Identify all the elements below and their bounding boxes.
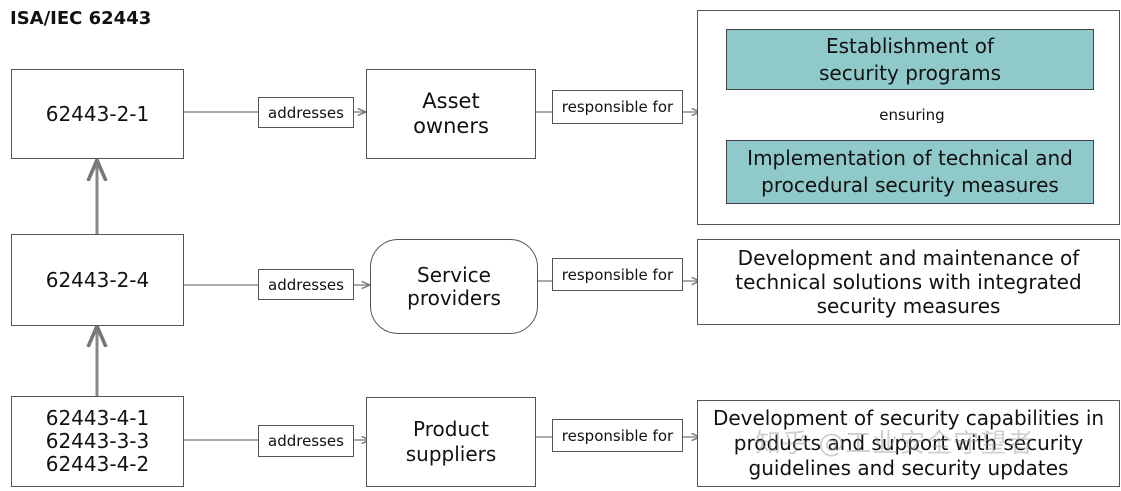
addresses-label: addresses xyxy=(258,425,354,457)
security-measures-text: Implementation of technical and procedur… xyxy=(747,146,1073,197)
addresses-label: addresses xyxy=(258,269,354,300)
ensuring-label: ensuring xyxy=(872,106,952,124)
service-providers-description: Development and maintenance of technical… xyxy=(735,246,1082,318)
role-box-product-suppliers: Product suppliers xyxy=(366,397,536,487)
product-suppliers-description-box: Development of security capabilities in … xyxy=(697,400,1120,487)
standard-label: 62443-2-4 xyxy=(45,267,150,292)
role-label: Service providers xyxy=(407,262,501,310)
role-label: Product suppliers xyxy=(405,417,497,466)
security-programs-box: Establishment of security programs xyxy=(726,29,1094,90)
standard-box-62443-2-1: 62443-2-1 xyxy=(11,69,184,159)
standard-label: 62443-2-1 xyxy=(45,101,150,126)
role-box-service-providers: Service providers xyxy=(370,239,538,334)
service-providers-description-box: Development and maintenance of technical… xyxy=(697,239,1120,325)
responsible-for-label: responsible for xyxy=(552,258,683,291)
standard-box-62443-2-4: 62443-2-4 xyxy=(11,234,184,326)
watermark: 知乎 @工业安全守望者 xyxy=(755,429,1035,459)
standard-label: 62443-4-1 62443-3-3 62443-4-2 xyxy=(45,406,150,476)
role-box-asset-owners: Asset owners xyxy=(366,69,536,159)
diagram-title: ISA/IEC 62443 xyxy=(10,8,152,29)
responsible-for-label: responsible for xyxy=(552,90,683,124)
standard-box-62443-4: 62443-4-1 62443-3-3 62443-4-2 xyxy=(11,396,184,487)
security-measures-box: Implementation of technical and procedur… xyxy=(726,140,1094,204)
product-suppliers-description: Development of security capabilities in … xyxy=(712,406,1105,480)
addresses-label: addresses xyxy=(258,97,354,128)
role-label: Asset owners xyxy=(413,89,489,138)
responsible-for-label: responsible for xyxy=(552,419,683,452)
security-programs-text: Establishment of security programs xyxy=(818,33,1001,85)
